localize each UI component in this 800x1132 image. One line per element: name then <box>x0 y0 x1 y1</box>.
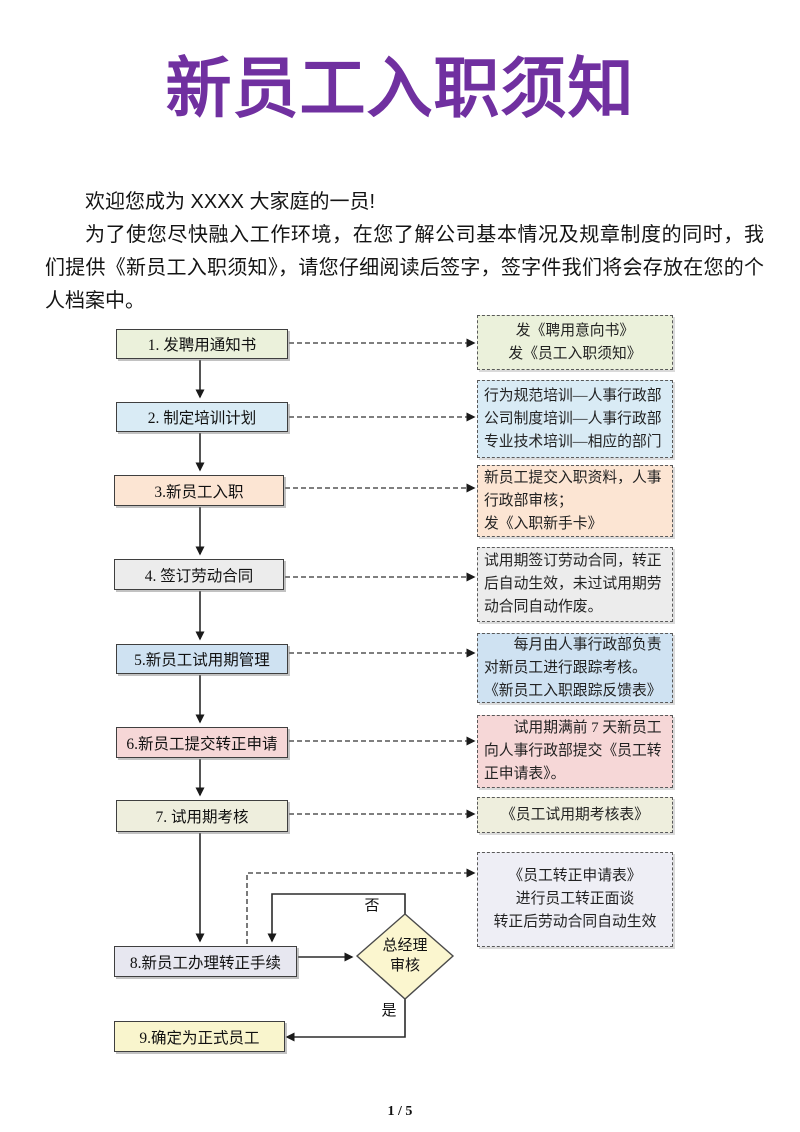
yes-branch-arrow <box>285 999 406 1042</box>
flow-step-4: 4. 签订劳动合同 <box>114 559 284 590</box>
flow-note-6: 试用期满前 7 天新员工 向人事行政部提交《员工转 正申请表》。 <box>477 715 673 788</box>
flow-note-7: 《员工试用期考核表》 <box>477 797 673 833</box>
flow-note-8-text: 《员工转正申请表》 进行员工转正面谈 转正后劳动合同自动生效 <box>493 868 657 930</box>
flow-step-9-label: 9.确定为正式员工 <box>139 1029 260 1047</box>
flow-note-5-text: 每月由人事行政部负责 对新员工进行跟踪考核。 《新员工入职跟踪反馈表》 <box>484 636 662 699</box>
flow-note-8: 《员工转正申请表》 进行员工转正面谈 转正后劳动合同自动生效 <box>477 852 673 947</box>
flow-step-7-label: 7. 试用期考核 <box>155 809 249 826</box>
flow-step-4-label: 4. 签订劳动合同 <box>144 567 254 585</box>
page-title: 新员工入职须知 <box>165 51 635 125</box>
flow-step-5-label: 5.新员工试用期管理 <box>134 652 270 669</box>
flow-step-9: 9.确定为正式员工 <box>114 1021 285 1052</box>
flow-note-3: 新员工提交入职资料，人事 行政部审核； 发《入职新手卡》 <box>477 465 673 537</box>
branch-label-yes: 是 <box>381 1003 397 1019</box>
intro-paragraph-1: 欢迎您成为 XXXX 大家庭的一员! <box>85 191 376 213</box>
flow-step-7: 7. 试用期考核 <box>116 800 288 832</box>
page-number: 1 / 5 <box>387 1104 413 1119</box>
branch-label-no: 否 <box>364 898 380 914</box>
flow-note-4: 试用期签订劳动合同，转正 后自动生效，未过试用期劳 动合同自动作废。 <box>477 547 673 622</box>
flow-note-1: 发《聘用意向书》 发《员工入职须知》 <box>477 315 673 370</box>
flow-step-3: 3.新员工入职 <box>114 475 284 506</box>
decision-diamond <box>355 913 455 1000</box>
flow-note-2-text: 行为规范培训—人事行政部 公司制度培训—人事行政部 专业技术培训—相应的部门 <box>484 387 662 450</box>
decision-label: 总经理 审核 <box>382 938 428 974</box>
flow-note-4-text: 试用期签订劳动合同，转正 后自动生效，未过试用期劳 动合同自动作废。 <box>484 553 662 615</box>
flow-note-7-text: 《员工试用期考核表》 <box>501 806 649 823</box>
flow-step-1: 1. 发聘用通知书 <box>116 329 288 359</box>
flow-note-1-text: 发《聘用意向书》 发《员工入职须知》 <box>508 322 642 362</box>
flow-arrows <box>195 360 406 1042</box>
flow-step-2-label: 2. 制定培训计划 <box>147 410 257 427</box>
intro-paragraph-2: 为了使您尽快融入工作环境，在您了解公司基本情况及规章制度的同时，我们提供《新员工… <box>45 224 764 312</box>
flow-step-3-label: 3.新员工入职 <box>154 483 244 501</box>
flow-step-8-label: 8.新员工办理转正手续 <box>129 954 282 972</box>
flow-step-2: 2. 制定培训计划 <box>116 402 288 432</box>
flow-step-6: 6.新员工提交转正申请 <box>116 727 288 758</box>
flow-step-5: 5.新员工试用期管理 <box>116 644 288 674</box>
flow-note-6-text: 试用期满前 7 天新员工 向人事行政部提交《员工转 正申请表》。 <box>484 720 662 782</box>
no-branch-arrow <box>267 893 406 943</box>
flow-step-8: 8.新员工办理转正手续 <box>114 946 297 977</box>
intro-text: 欢迎您成为 XXXX 大家庭的一员! 为了使您尽快融入工作环境，在您了解公司基本… <box>45 186 764 318</box>
flow-step-1-label: 1. 发聘用通知书 <box>147 337 257 354</box>
flow-note-5: 每月由人事行政部负责 对新员工进行跟踪考核。 《新员工入职跟踪反馈表》 <box>477 633 673 703</box>
flow-note-3-text: 新员工提交入职资料，人事 行政部审核； 发《入职新手卡》 <box>484 469 662 532</box>
flow-note-2: 行为规范培训—人事行政部 公司制度培训—人事行政部 专业技术培训—相应的部门 <box>477 380 673 458</box>
flow-step-6-label: 6.新员工提交转正申请 <box>126 735 278 753</box>
annotation-arrows <box>246 338 476 944</box>
